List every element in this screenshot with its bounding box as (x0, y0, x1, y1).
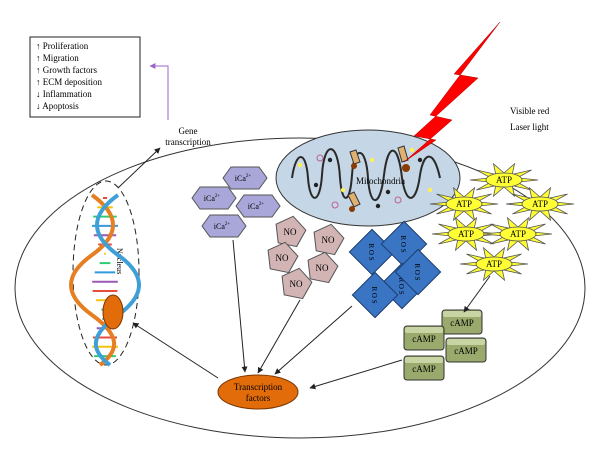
ica-hexagon: iCa2+ (191, 186, 237, 210)
visible-red-label: Visible red (510, 106, 550, 116)
transcription-factors: Transcription factors (217, 374, 299, 410)
effects-box: ↑ Proliferation ↑ Migration ↑ Growth facto… (29, 36, 141, 118)
effect-item: ↓ Apoptosis (36, 101, 79, 111)
no-pentagon: NO (313, 223, 345, 256)
svg-text:R O S: R O S (397, 277, 405, 294)
atp-to-camp-arrow (463, 275, 491, 313)
tf-label-1: Transcription (234, 382, 283, 392)
svg-text:iCa2+: iCa2+ (204, 194, 221, 203)
svg-text:R O S: R O S (413, 263, 421, 280)
svg-text:ATP: ATP (456, 199, 472, 209)
tf-to-nucleus-arrow (132, 322, 219, 379)
nucleus (72, 180, 140, 366)
camp-box: cAMP (441, 309, 483, 335)
camp-to-tf-arrow (309, 359, 403, 390)
nucleus-label: Nucleus (115, 248, 124, 274)
tf-label-2: factors (246, 393, 271, 403)
no-pentagon: NO (275, 215, 307, 248)
nucleus-to-gene-arrow (117, 147, 161, 189)
effect-item: ↑ ECM deposition (36, 77, 103, 87)
ica-to-tf-arrow (232, 239, 248, 373)
svg-text:NO: NO (316, 263, 329, 273)
svg-text:ATP: ATP (458, 229, 474, 239)
no-group: NO NO NO NO NO (267, 215, 345, 300)
ica-group: iCa2+ iCa2+ iCa2+ iCa2+ (191, 166, 281, 238)
svg-text:iCa2+: iCa2+ (214, 222, 231, 231)
svg-text:iCa2+: iCa2+ (248, 202, 265, 211)
svg-text:cAMP: cAMP (412, 364, 436, 374)
ros-diamond: R O S (348, 228, 396, 276)
effect-item: ↑ Migration (36, 53, 79, 63)
atp-star: ATP (429, 186, 499, 222)
ica-hexagon: iCa2+ (222, 166, 268, 190)
ros-diamond: R O S (351, 271, 399, 319)
laser-bolt-icon (403, 21, 501, 163)
svg-text:cAMP: cAMP (412, 334, 436, 344)
camp-group: cAMP cAMP cAMP cAMP (403, 309, 487, 381)
atp-star: ATP (459, 246, 529, 282)
gene-to-effects-arrow (149, 63, 169, 120)
ica-hexagon: iCa2+ (201, 214, 247, 238)
effect-item: ↑ Growth factors (36, 65, 97, 75)
no-pentagon: NO (267, 241, 299, 274)
svg-text:ATP: ATP (496, 175, 512, 185)
effect-item: ↑ Proliferation (36, 41, 89, 51)
ros-diamond: R O S (394, 248, 442, 296)
effect-item: ↓ Inflammation (36, 89, 92, 99)
svg-text:cAMP: cAMP (450, 318, 474, 328)
cell-membrane (14, 137, 586, 439)
svg-text:R O S: R O S (399, 235, 407, 252)
svg-text:NO: NO (276, 253, 289, 263)
atp-group: ATP ATP ATP ATP ATP ATP (429, 162, 575, 282)
atp-star: ATP (505, 186, 575, 222)
svg-text:NO: NO (284, 227, 297, 237)
ros-group: R O S R O S R O S R O S R O S (348, 220, 442, 319)
camp-box: cAMP (445, 337, 487, 363)
no-pentagon: NO (281, 267, 313, 300)
camp-box: cAMP (403, 325, 445, 351)
mitochondria: Mitochondria (275, 129, 461, 227)
laser-light-label: Laser light (510, 122, 549, 132)
camp-box: cAMP (403, 355, 445, 381)
svg-text:ATP: ATP (510, 229, 526, 239)
ros-to-tf-arrow (274, 305, 353, 375)
svg-text:R O S: R O S (367, 243, 375, 260)
ica-hexagon: iCa2+ (235, 194, 281, 218)
svg-text:R O S: R O S (370, 286, 378, 303)
svg-text:iCa2+: iCa2+ (235, 174, 252, 183)
svg-text:NO: NO (322, 235, 335, 245)
svg-text:ATP: ATP (486, 259, 502, 269)
atp-star: ATP (469, 162, 539, 198)
svg-text:ATP: ATP (532, 199, 548, 209)
no-to-tf-arrow (257, 299, 301, 374)
svg-text:NO: NO (290, 279, 303, 289)
gene-transcription-label-1: Gene (179, 126, 198, 136)
mitochondria-label: Mitochondria (356, 176, 405, 186)
atp-star: ATP (483, 216, 553, 252)
svg-text:cAMP: cAMP (454, 346, 478, 356)
gene-transcription-label-2: transcription (165, 137, 211, 147)
no-pentagon: NO (307, 251, 339, 284)
atp-star: ATP (431, 216, 501, 252)
dna-helix-icon (69, 193, 141, 367)
